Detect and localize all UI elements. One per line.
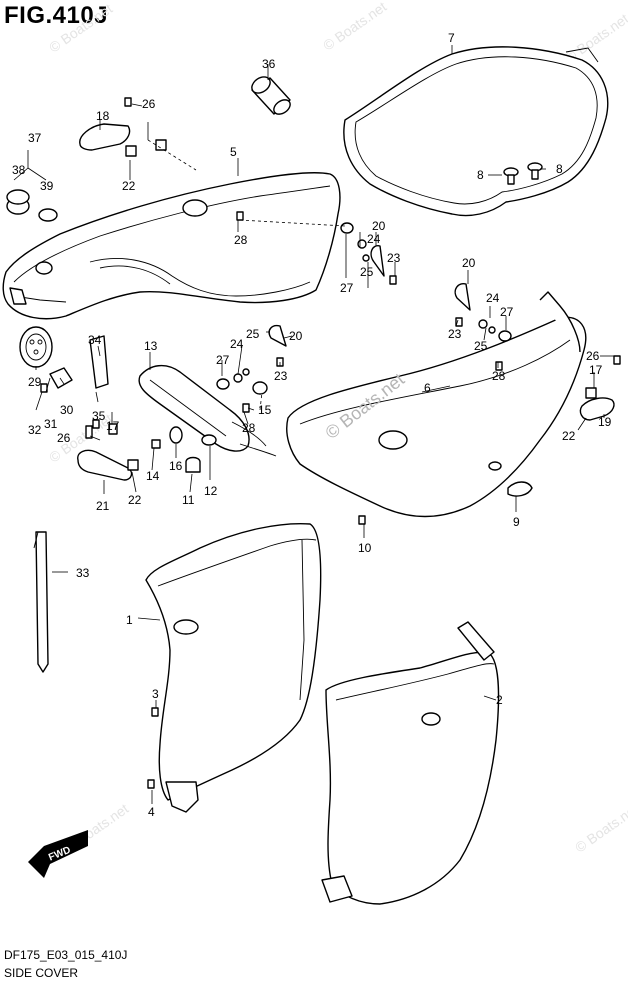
plug-part (527, 162, 543, 180)
latch-handle-part (79, 123, 131, 151)
callout-number: 28 (492, 369, 506, 383)
callout-number: 6 (424, 381, 431, 395)
callout-number: 7 (448, 31, 455, 45)
callout-number: 23 (448, 327, 462, 341)
callout-number: 22 (128, 493, 142, 507)
callout-number: 8 (556, 162, 563, 176)
callout-number: 31 (44, 417, 58, 431)
callout-number: 25 (474, 339, 488, 353)
callout-number: 19 (598, 415, 612, 429)
callout-number: 38 (12, 163, 26, 177)
callout-number: 17 (589, 363, 603, 377)
callout-number: 28 (234, 233, 248, 247)
callout-number: 35 (92, 409, 106, 423)
callout-number: 4 (148, 805, 155, 819)
plug-part (503, 167, 519, 185)
callout-number: 23 (387, 251, 401, 265)
callout-number: 27 (340, 281, 354, 295)
callout-number: 26 (57, 431, 71, 445)
side-cover-port-part (321, 621, 500, 905)
fwd-arrow-icon: FWD (28, 830, 88, 878)
callout-number: 3 (152, 687, 159, 701)
callout-number: 26 (142, 97, 156, 111)
callout-number: 15 (258, 403, 272, 417)
callout-number: 28 (242, 421, 256, 435)
callout-number: 30 (60, 403, 74, 417)
callout-number: 17 (106, 419, 120, 433)
callout-number: 32 (28, 423, 42, 437)
figure-title: FIG.410J (4, 2, 109, 29)
callout-number: 36 (262, 57, 276, 71)
grommet-part (6, 189, 30, 215)
callout-number: 22 (122, 179, 136, 193)
side-cover-lower-part (286, 291, 587, 518)
callout-number: 8 (477, 168, 484, 182)
callout-number: 2 (496, 693, 503, 707)
cable-tie-part (33, 531, 49, 673)
callout-number: 26 (586, 349, 600, 363)
callout-number: 25 (360, 265, 374, 279)
grommet-part (251, 76, 291, 115)
callout-number: 16 (169, 459, 183, 473)
callout-number: 10 (358, 541, 372, 555)
callout-number: 12 (204, 484, 218, 498)
callout-number: 25 (246, 327, 260, 341)
callout-number: 33 (76, 566, 90, 580)
callout-number: 9 (513, 515, 520, 529)
latch-handle-part (77, 449, 133, 481)
callout-number: 23 (274, 369, 288, 383)
callout-number: 20 (462, 256, 476, 270)
callout-number: 1 (126, 613, 133, 627)
figure-code: DF175_E03_015_410J (4, 948, 128, 962)
callout-number: 24 (367, 232, 381, 246)
callout-number: 37 (28, 131, 42, 145)
callout-number: 20 (289, 329, 303, 343)
side-cover-starboard-part (145, 523, 322, 813)
latch-handle-part (579, 397, 615, 421)
callout-number: 13 (144, 339, 158, 353)
seal-ring-part (343, 46, 609, 217)
callout-number: 24 (486, 291, 500, 305)
callout-number: 18 (96, 109, 110, 123)
figure-name: SIDE COVER (4, 966, 79, 980)
callout-number: 20 (372, 219, 386, 233)
callout-number: 11 (182, 493, 195, 507)
callout-number: 5 (230, 145, 237, 159)
grommet-part (38, 208, 58, 222)
callout-number: 24 (230, 337, 244, 351)
callout-number: 34 (88, 333, 102, 347)
bracket-part (138, 365, 277, 457)
callout-number: 27 (500, 305, 514, 319)
side-cover-upper-part (2, 172, 341, 320)
callout-number: 22 (562, 429, 576, 443)
callout-number: 14 (146, 469, 160, 483)
callout-number: 39 (40, 179, 54, 193)
leader-lines (13, 45, 614, 804)
callout-number: 29 (28, 375, 42, 389)
callout-number: 27 (216, 353, 230, 367)
connector-part (19, 326, 53, 368)
callout-number: 21 (96, 499, 110, 513)
small-hardware (40, 97, 621, 789)
